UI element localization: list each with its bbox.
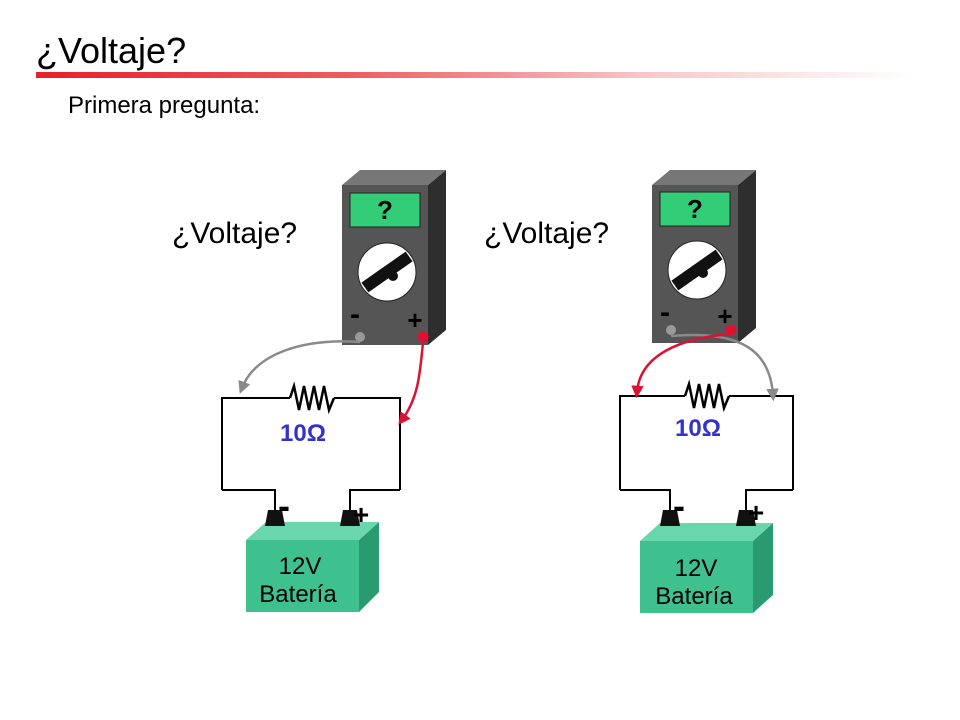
battery-plus-terminal — [340, 510, 360, 526]
voltage-question: ¿Voltaje? — [172, 217, 297, 250]
meter-minus-label: - — [350, 298, 360, 331]
battery-plus-terminal — [736, 510, 756, 526]
resistor-symbol — [683, 379, 731, 413]
meter-plus-label: + — [717, 301, 732, 331]
gray-probe-lead — [670, 333, 779, 402]
battery-minus-terminal — [660, 510, 680, 526]
meter-display — [349, 192, 421, 228]
meter-display-value: ? — [687, 194, 703, 224]
meter-dial-pointer — [361, 251, 413, 293]
battery-voltage: 12V — [279, 553, 322, 580]
battery-voltage: 12V — [675, 555, 718, 582]
meter-display-value: ? — [377, 195, 393, 225]
circuit-wires — [221, 397, 401, 510]
battery-label: Batería — [655, 583, 733, 610]
multimeter: ? - + — [652, 170, 756, 343]
battery-minus-label: - — [278, 485, 290, 526]
battery: - + 12V Batería — [246, 485, 379, 612]
resistor-label: 10Ω — [280, 420, 326, 447]
slide-subtitle: Primera pregunta: — [68, 92, 261, 119]
red-probe-lead — [631, 332, 732, 399]
meter-minus-label: - — [660, 296, 670, 329]
circuit-right: ¿Voltaje? ? - + 10Ω — [484, 170, 794, 613]
battery-label: Batería — [259, 581, 337, 608]
meter-plus-jack — [417, 331, 429, 343]
red-probe-lead — [398, 341, 425, 426]
meter-plus-jack — [725, 324, 737, 336]
resistor-label: 10Ω — [675, 415, 721, 442]
battery-plus-label: + — [748, 497, 764, 528]
meter-plus-label: + — [407, 305, 422, 335]
meter-display — [659, 191, 731, 227]
meter-com-jack — [666, 325, 676, 335]
title-underline — [36, 72, 916, 78]
battery: - + 12V Batería — [640, 485, 773, 613]
gray-probe-lead — [238, 340, 361, 394]
meter-com-jack — [355, 332, 365, 342]
battery-minus-terminal — [265, 510, 285, 526]
slide-title: ¿Voltaje? — [36, 30, 187, 71]
battery-plus-label: + — [353, 499, 369, 530]
circuit-left: ¿Voltaje? ? - + 10Ω — [172, 170, 446, 612]
battery-minus-label: - — [673, 485, 685, 526]
resistor-symbol — [288, 381, 336, 415]
circuit-wires — [619, 395, 794, 510]
voltage-question: ¿Voltaje? — [484, 217, 609, 250]
multimeter: ? - + — [342, 170, 446, 345]
meter-dial-pointer — [671, 249, 723, 291]
